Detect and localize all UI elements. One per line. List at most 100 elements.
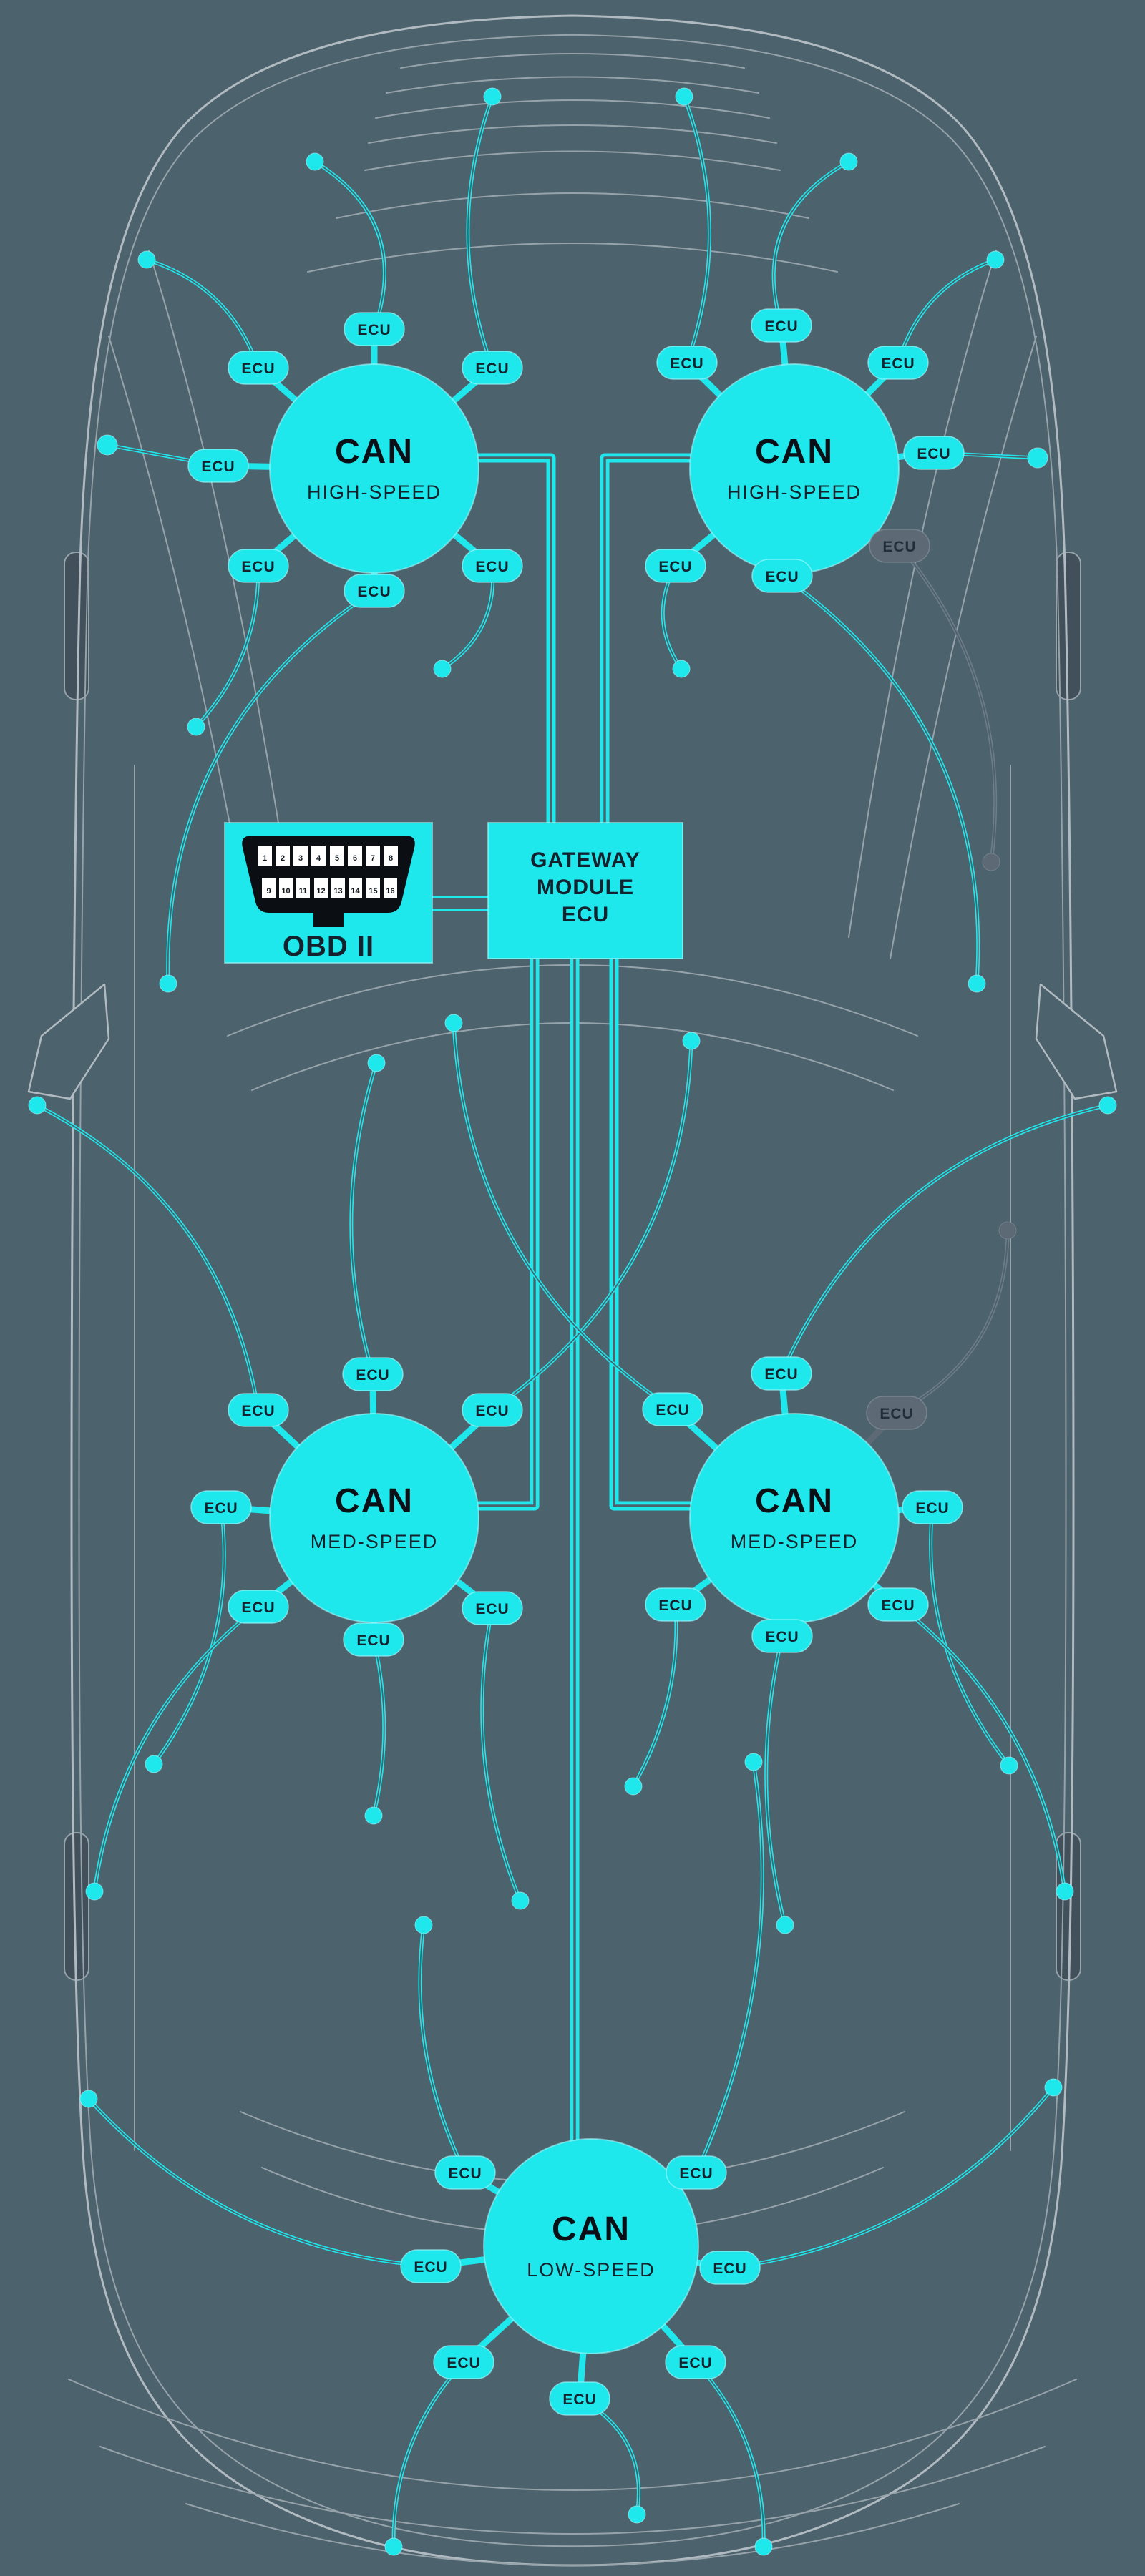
ecu-node-pill	[344, 312, 405, 346]
can-bus-line-core	[477, 956, 536, 1507]
ecu-node-pill	[665, 2345, 726, 2379]
ecu-endpoint-dot	[754, 2537, 773, 2556]
obd2-pin	[384, 878, 397, 898]
ecu-wire-core	[94, 1606, 259, 1892]
obd2-pin-number: 2	[281, 854, 285, 863]
obd2-pin-number: 5	[335, 854, 339, 863]
rear-deck-line	[99, 2446, 1046, 2535]
ecu-node-pill	[549, 2381, 610, 2416]
ecu-endpoint-dot	[384, 2537, 403, 2556]
ecu-node: ECU	[462, 549, 523, 583]
ecu-node-pill	[656, 346, 718, 380]
ecu-node: ECU	[751, 559, 813, 593]
ecu-endpoint-dot	[364, 1806, 383, 1825]
ecu-node-pill	[187, 449, 249, 483]
hood-line	[336, 192, 809, 219]
ecu-node: ECU	[751, 1356, 812, 1391]
ecu-node: ECU	[433, 2345, 494, 2379]
ecu-node-label: ECU	[448, 2165, 482, 2182]
ecu-node-label: ECU	[357, 584, 391, 600]
ecu-node: ECU	[645, 1587, 706, 1622]
ecu-node: ECU	[462, 1591, 523, 1625]
ecu-endpoint-dot	[187, 718, 205, 736]
can-bus-line-core	[613, 956, 693, 1507]
rear-deck-line	[68, 2379, 1077, 2491]
obd2-connector-tab	[313, 911, 344, 927]
ecu-node-label: ECU	[764, 1366, 798, 1383]
ecu-node: ECU	[462, 351, 523, 385]
ecu-node-label: ECU	[678, 2355, 712, 2371]
can-hub-subtitle: LOW-SPEED	[527, 2259, 656, 2281]
can-hub-circle	[483, 2138, 699, 2354]
ecu-node-inactive: ECU	[866, 1396, 927, 1430]
ecu-wire-core	[153, 1507, 225, 1765]
ecu-node-pill	[902, 1490, 963, 1524]
ecu-endpoint-dot	[433, 660, 452, 678]
ecu-node: ECU	[344, 574, 405, 608]
ecu-node-pill	[433, 2345, 494, 2379]
grille-line	[386, 76, 759, 94]
ecu-node: ECU	[228, 1590, 289, 1624]
ecu-node: ECU	[342, 1357, 404, 1391]
ecu-node: ECU	[549, 2381, 610, 2416]
ecu-wire-core	[897, 1604, 1066, 1892]
ecu-node-pill	[751, 308, 812, 343]
grille-line	[375, 99, 770, 119]
ecu-node-label: ECU	[679, 2165, 713, 2182]
ecu-node: ECU	[665, 2345, 726, 2379]
ecu-wire-core	[781, 1105, 1109, 1374]
ecu-node-pill	[645, 1587, 706, 1622]
obd2-pin	[348, 846, 362, 866]
ecu-node-pill	[400, 2249, 462, 2283]
can-bus-line-core	[603, 456, 694, 826]
obd2-pin-number: 10	[281, 887, 290, 896]
ecu-node: ECU	[666, 2155, 727, 2190]
ecu-node-label: ECU	[765, 569, 799, 585]
ecu-node: ECU	[344, 312, 405, 346]
ecu-wire-core	[373, 1639, 385, 1816]
obd2-pin	[262, 878, 276, 898]
ecu-wire-core	[765, 1635, 786, 1926]
ecu-node-label: ECU	[204, 1500, 238, 1517]
ecu-wire-core	[695, 2361, 765, 2547]
obd2-pin	[366, 846, 380, 866]
ecu-wire-core	[195, 565, 259, 728]
ecu-node-label: ECU	[356, 1367, 389, 1384]
ecu-node-pill	[462, 549, 523, 583]
ecu-wire-core	[773, 161, 849, 326]
ecu-node-pill	[645, 549, 706, 583]
obd2-pin	[258, 846, 272, 866]
ecu-node: ECU	[751, 1619, 813, 1653]
ecu-endpoint-dot	[137, 250, 156, 269]
obd2-pin	[293, 846, 308, 866]
ecu-node-pill	[867, 346, 929, 380]
ecu-endpoint-dot	[839, 152, 858, 171]
ecu-node-pill	[190, 1490, 252, 1524]
can-hub-title: CAN	[755, 1482, 834, 1520]
obd2-pin-number: 16	[386, 887, 394, 896]
can-hub-subtitle: MED-SPEED	[731, 1531, 859, 1552]
ecu-node: ECU	[867, 1587, 929, 1622]
ecu-endpoint-dot	[682, 1032, 701, 1050]
obd2-pin	[314, 878, 328, 898]
ecu-node-pill	[869, 529, 930, 563]
rear-deck-line	[185, 2503, 960, 2566]
ecu-node-label: ECU	[658, 559, 692, 575]
can-hub-subtitle: HIGH-SPEED	[307, 481, 442, 503]
obd2-pin-number: 14	[351, 887, 360, 896]
obd2-pin	[279, 878, 293, 898]
can-hub-title: CAN	[552, 2210, 630, 2248]
ecu-node-label: ECU	[880, 1406, 913, 1422]
can-hub-title: CAN	[755, 433, 834, 471]
ecu-wire-core	[314, 161, 386, 330]
ecu-node-label: ECU	[356, 1632, 390, 1649]
ecu-node: ECU	[751, 308, 812, 343]
obd2-pin	[276, 846, 290, 866]
obd2-pin-number: 4	[316, 854, 321, 863]
ecu-node-label: ECU	[882, 539, 916, 555]
ecu-node: ECU	[228, 1393, 289, 1427]
ecu-endpoint-dots	[28, 87, 1117, 2556]
obd2-pin-number: 11	[299, 887, 308, 896]
